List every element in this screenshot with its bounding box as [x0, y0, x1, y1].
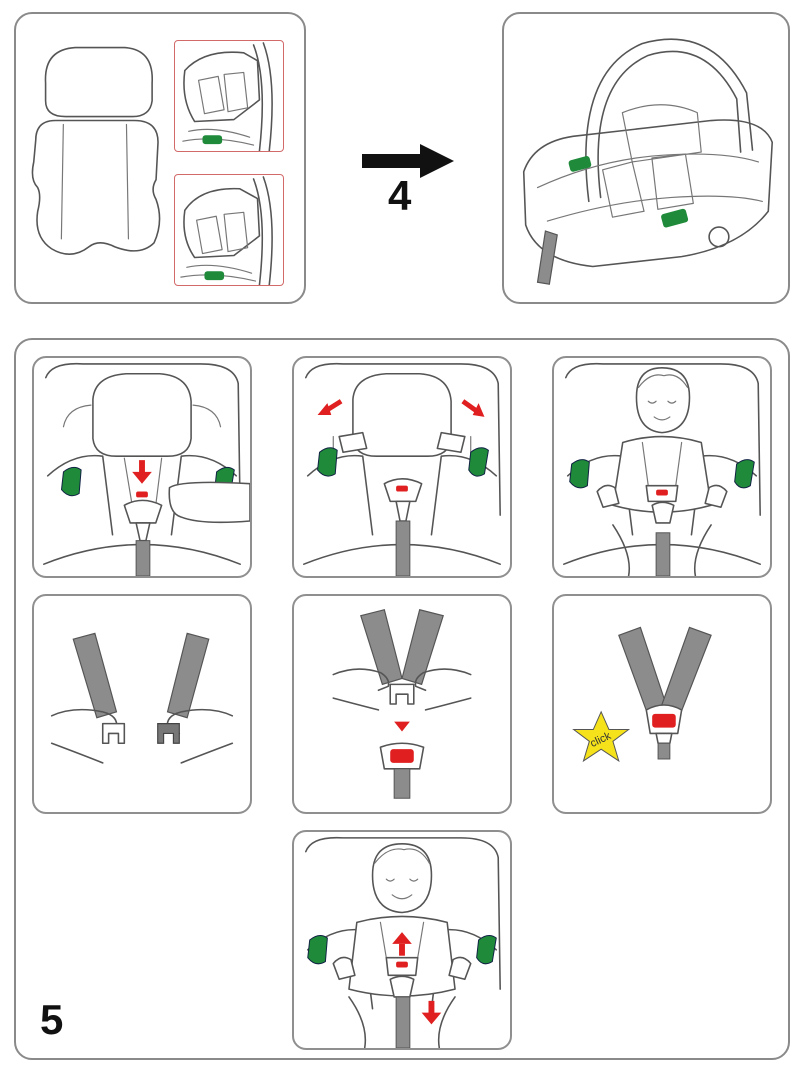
green-clip: [661, 208, 689, 228]
buckle-join-panel: [292, 594, 512, 814]
seat-insert-illustration: [31, 46, 161, 255]
step-number-5: 5: [40, 996, 64, 1043]
step-number-4: 4: [388, 172, 412, 219]
harness-tighten-panel: [292, 830, 512, 1050]
arrow-right-icon: [362, 144, 454, 178]
step4-right-frame: [502, 12, 790, 304]
infant-carrier-illustration: [522, 38, 774, 285]
buckle-click-panel: click: [552, 594, 772, 814]
step4-left-frame: [14, 12, 306, 304]
insert-detail-top: [174, 40, 284, 152]
arrow-down-icon: [132, 460, 152, 484]
green-clip: [204, 271, 225, 281]
arrow-down-icon: [421, 1000, 442, 1025]
straps-outward-panel: [292, 356, 512, 578]
green-clip: [568, 156, 592, 172]
star-icon: [572, 710, 631, 763]
arrow-up-icon: [392, 932, 412, 956]
harness-release-panel: [32, 356, 252, 578]
insert-detail-bottom: [174, 174, 284, 286]
child-seated-panel: [552, 356, 772, 578]
buckle-tongues-separate-panel: [32, 594, 252, 814]
green-clip: [202, 135, 223, 145]
arrow-diagonal-icon: [317, 399, 485, 417]
arrow-down-icon: [394, 721, 410, 732]
